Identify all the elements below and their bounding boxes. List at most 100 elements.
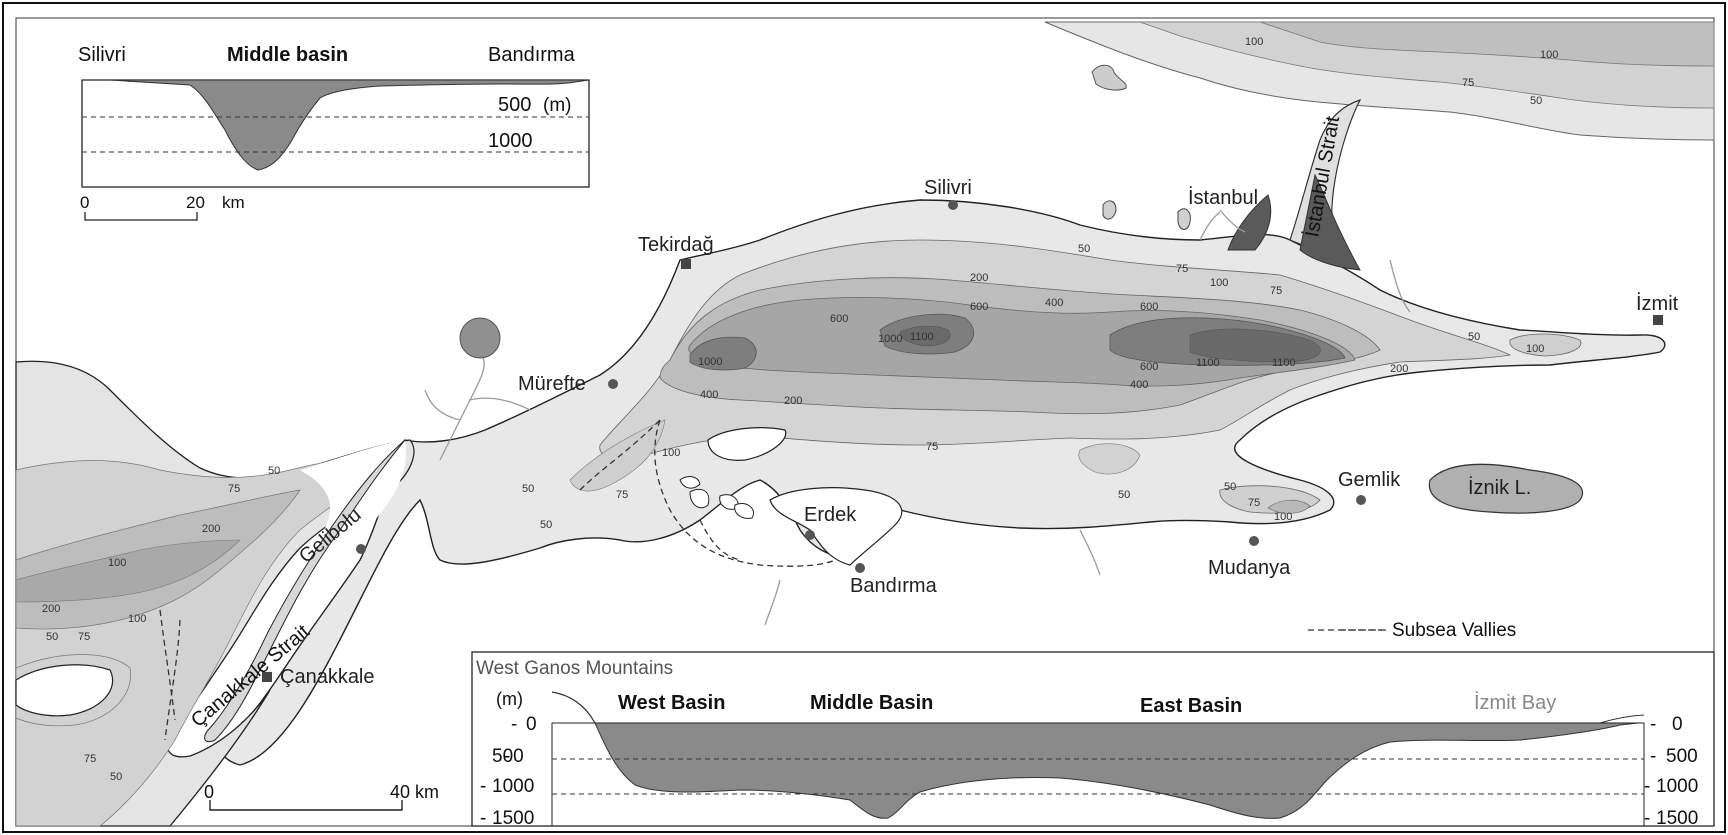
map-scale-forty: 40 km: [390, 782, 439, 802]
contour-label-75: 75: [1462, 77, 1474, 89]
left-tick-0: 0: [526, 714, 537, 735]
svg-text:1000: 1000: [878, 333, 902, 345]
svg-text:50: 50: [522, 483, 534, 495]
contour-label-75: 75: [78, 631, 90, 643]
contour-label-100: 100: [128, 613, 146, 625]
city-label-murefte: Mürefte: [518, 373, 586, 395]
svg-text:75: 75: [1270, 285, 1282, 297]
svg-text:100: 100: [662, 447, 680, 459]
izmit-bay-label: İzmit Bay: [1474, 691, 1556, 714]
bandirma-marker: [855, 563, 865, 573]
gokceada-island: [15, 664, 114, 717]
inset-scale-unit: km: [222, 193, 245, 212]
svg-text:50: 50: [1224, 481, 1236, 493]
mudanya-marker: [1249, 536, 1259, 546]
island-small: [679, 476, 701, 489]
inset-profile-box: [81, 79, 590, 188]
city-label-mudanya: Mudanya: [1208, 557, 1291, 579]
svg-text:50: 50: [1118, 489, 1130, 501]
murefte-marker: [608, 379, 618, 389]
inset-unit: (m): [543, 95, 571, 116]
island-small: [689, 488, 710, 509]
small-lake: [1091, 64, 1127, 91]
inset-right-label: Bandırma: [488, 44, 576, 66]
legend-subsea-valleys: Subsea Vallies: [1392, 620, 1516, 641]
bottom-profile-title: West Ganos Mountains: [476, 658, 673, 679]
east-basin-deepest: [1189, 328, 1321, 363]
iznik-lake: [1428, 463, 1583, 514]
svg-text:75: 75: [616, 489, 628, 501]
west-basin-deep: [689, 336, 757, 371]
left-tick-500: 500: [492, 746, 524, 767]
erdek-marker: [805, 530, 815, 540]
contour-label-200: 200: [42, 603, 60, 615]
svg-text:-: -: [480, 776, 486, 797]
svg-text:1100: 1100: [910, 331, 934, 343]
kapidag-peninsula: [769, 487, 903, 566]
contour-label-100: 100: [1245, 36, 1263, 48]
right-tick-500: 500: [1666, 746, 1698, 767]
svg-text:-: -: [1644, 808, 1650, 829]
svg-text:600: 600: [1140, 361, 1158, 373]
bottom-profile-fill: [594, 722, 1639, 819]
city-label-canakkale: Çanakkale: [280, 666, 375, 688]
svg-text:-: -: [511, 714, 517, 735]
canakkale-marker: [262, 672, 272, 682]
svg-text:75: 75: [926, 441, 938, 453]
contour-label-100: 100: [108, 557, 126, 569]
map-scale-zero: 0: [204, 782, 214, 802]
lake-buyukcekmece: [1177, 208, 1191, 230]
svg-text:200: 200: [1390, 363, 1408, 375]
svg-text:200: 200: [784, 395, 802, 407]
svg-text:1000: 1000: [698, 356, 722, 368]
left-tick-1000: 1000: [492, 776, 534, 797]
izmit-marker: [1653, 315, 1663, 325]
inset-depth-1000: 1000: [488, 130, 533, 152]
middle-basin-label: Middle Basin: [810, 692, 933, 714]
inset-center-label: Middle basin: [227, 44, 348, 66]
city-label-izmit: İzmit: [1636, 292, 1679, 315]
city-label-iznik-lake: İznik L.: [1468, 476, 1531, 499]
izmit-bay-deep: [1509, 333, 1582, 357]
legend: Subsea Vallies: [1308, 620, 1516, 641]
svg-text:-: -: [1650, 746, 1656, 767]
contour-label-75: 75: [84, 753, 96, 765]
contour-label-100: 100: [1540, 49, 1558, 61]
city-label-erdek: Erdek: [804, 504, 857, 526]
gemlik-marker: [1356, 495, 1366, 505]
inset-profile: Silivri Middle basin Bandırma 500 (m) 10…: [78, 44, 590, 221]
lake-circle: [459, 317, 501, 359]
svg-text:400: 400: [1045, 297, 1063, 309]
rivers: [424, 209, 1411, 626]
city-label-tekirdag: Tekirdağ: [638, 234, 714, 256]
svg-text:1100: 1100: [1196, 357, 1220, 369]
map-scale-bar: 0 40 km: [204, 782, 439, 811]
inset-profile-fill: [82, 79, 590, 171]
svg-text:600: 600: [970, 301, 988, 313]
svg-text:100: 100: [1210, 277, 1228, 289]
svg-text:-: -: [1644, 776, 1650, 797]
svg-text:400: 400: [1130, 379, 1148, 391]
bottom-profile: West Ganos Mountains (m) West Basin Midd…: [471, 651, 1715, 829]
city-markers: [262, 200, 1663, 682]
city-label-silivri: Silivri: [924, 177, 972, 199]
inset-left-label: Silivri: [78, 44, 126, 66]
ganos-mountain-line: [551, 691, 596, 724]
west-basin-label: West Basin: [618, 692, 725, 714]
right-tick-1000: 1000: [1656, 776, 1698, 797]
bottom-profile-unit: (m): [496, 689, 523, 709]
svg-text:-: -: [1650, 714, 1656, 735]
black-sea: 100 100 75 50: [1044, 21, 1715, 141]
lake-kucukcekmece: [1102, 200, 1117, 220]
right-tick-0: 0: [1672, 714, 1683, 735]
svg-text:100: 100: [1274, 511, 1292, 523]
marmara-contour-labels: 50 75 100 75 200 400 600 600 600 1000 11…: [522, 243, 1544, 531]
svg-text:75: 75: [1176, 263, 1188, 275]
contour-label-200: 200: [202, 523, 220, 535]
marmara-island: [707, 427, 787, 461]
inset-scale-twenty: 20: [186, 193, 205, 212]
gelibolu-marker: [356, 544, 366, 554]
city-label-bandirma: Bandırma: [850, 575, 938, 597]
svg-text:50: 50: [1078, 243, 1090, 255]
